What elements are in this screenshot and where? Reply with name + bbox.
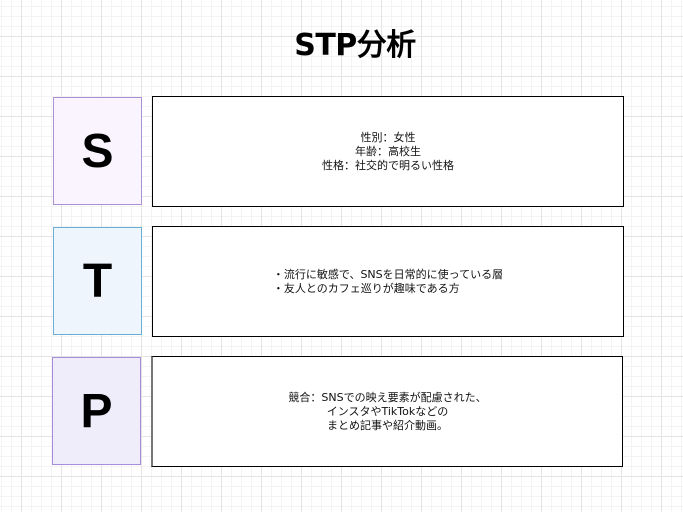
positioning-line: 競合：SNSでの映え要素が配慮された、 [288,390,487,404]
segmentation-letter: S [81,124,114,178]
positioning-letter-box[interactable]: P [52,357,141,465]
segmentation-line: 性格：社交的で明るい性格 [322,158,454,172]
targeting-line: ・流行に敏感で、SNSを日常的に使っている層 [272,267,504,281]
positioning-text: 競合：SNSでの映え要素が配慮された、 インスタやTikTokなどの まとめ記事… [288,391,486,433]
positioning-line: まとめ記事や紹介動画。 [326,418,448,432]
targeting-letter: T [82,254,113,308]
positioning-content-box[interactable]: 競合：SNSでの映え要素が配慮された、 インスタやTikTokなどの まとめ記事… [151,356,623,467]
segmentation-content-box[interactable]: 性別：女性 年齢：高校生 性格：社交的で明るい性格 [152,96,624,207]
targeting-line: ・友人とのカフェ巡りが趣味である方 [272,281,460,295]
targeting-text: ・流行に敏感で、SNSを日常的に使っている層 ・友人とのカフェ巡りが趣味である方 [273,268,503,296]
segmentation-letter-box[interactable]: S [53,97,142,205]
targeting-content-box[interactable]: ・流行に敏感で、SNSを日常的に使っている層 ・友人とのカフェ巡りが趣味である方 [152,226,624,337]
positioning-letter: P [80,384,113,438]
segmentation-line: 性別：女性 [360,130,416,144]
segmentation-text: 性別：女性 年齢：高校生 性格：社交的で明るい性格 [322,131,454,173]
segmentation-line: 年齢：高校生 [355,144,421,158]
positioning-line: インスタやTikTokなどの [326,404,449,418]
diagram-title: STP分析 [294,28,416,63]
targeting-letter-box[interactable]: T [53,227,142,335]
